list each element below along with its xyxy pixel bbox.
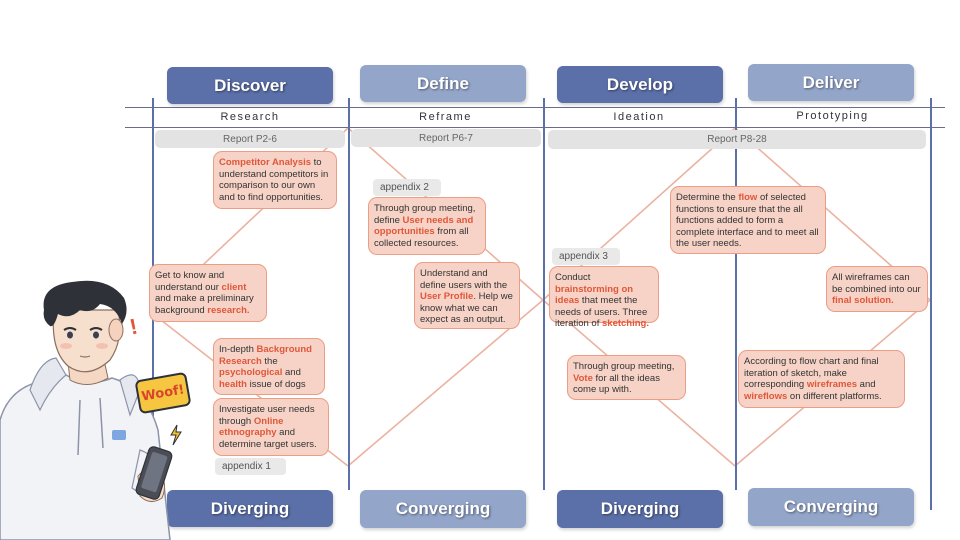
grid-line-top: [125, 107, 945, 108]
note-user-profile: Understand and define users with the Use…: [414, 262, 520, 329]
phase-define: Define: [360, 65, 526, 102]
note-final-solution: All wireframes can be combined into our …: [826, 266, 928, 312]
appendix-3: appendix 3: [552, 248, 620, 265]
phone-icon: [135, 446, 173, 500]
mode-converging-1: Converging: [360, 490, 526, 528]
note-wireframes: According to flow chart and final iterat…: [738, 350, 905, 408]
method-prototyping: Prototyping: [796, 110, 869, 122]
note-brainstorming: Conduct brainstorming on ideas that meet…: [549, 266, 659, 329]
note-flow: Determine the flow of selected functions…: [670, 186, 826, 254]
note-vote: Through group meeting, Vote for all the …: [567, 355, 686, 400]
appendix-2: appendix 2: [373, 179, 441, 196]
phase-deliver: Deliver: [748, 64, 914, 101]
note-online-ethnography: Investigate user needs through Online et…: [213, 398, 329, 456]
report-define: Report P6-7: [351, 129, 541, 147]
report-discover: Report P2-6: [155, 130, 345, 148]
appendix-1: appendix 1: [215, 458, 286, 475]
mode-diverging-2: Diverging: [557, 490, 723, 528]
mode-diverging-1: Diverging: [167, 490, 333, 527]
column-line-5: [930, 98, 932, 510]
note-competitor-analysis: Competitor Analysis to understand compet…: [213, 151, 337, 209]
method-reframe: Reframe: [419, 111, 472, 123]
grid-line-sub: [125, 127, 945, 128]
woof-text: Woof!: [140, 381, 186, 405]
column-line-3: [543, 98, 545, 490]
column-line-2: [348, 98, 350, 490]
note-client-research: Get to know and understand our client an…: [149, 264, 267, 322]
method-research: Research: [220, 111, 280, 123]
note-background-research: In-depth Background Research the psychol…: [213, 338, 325, 395]
phase-discover: Discover: [167, 67, 333, 104]
method-ideation: Ideation: [613, 111, 665, 123]
phase-develop: Develop: [557, 66, 723, 103]
column-line-4: [735, 98, 737, 490]
note-user-needs: Through group meeting, define User needs…: [368, 197, 486, 255]
report-develop-deliver: Report P8-28: [548, 130, 926, 149]
lightning-icon: [170, 424, 182, 446]
mode-converging-2: Converging: [748, 488, 914, 526]
